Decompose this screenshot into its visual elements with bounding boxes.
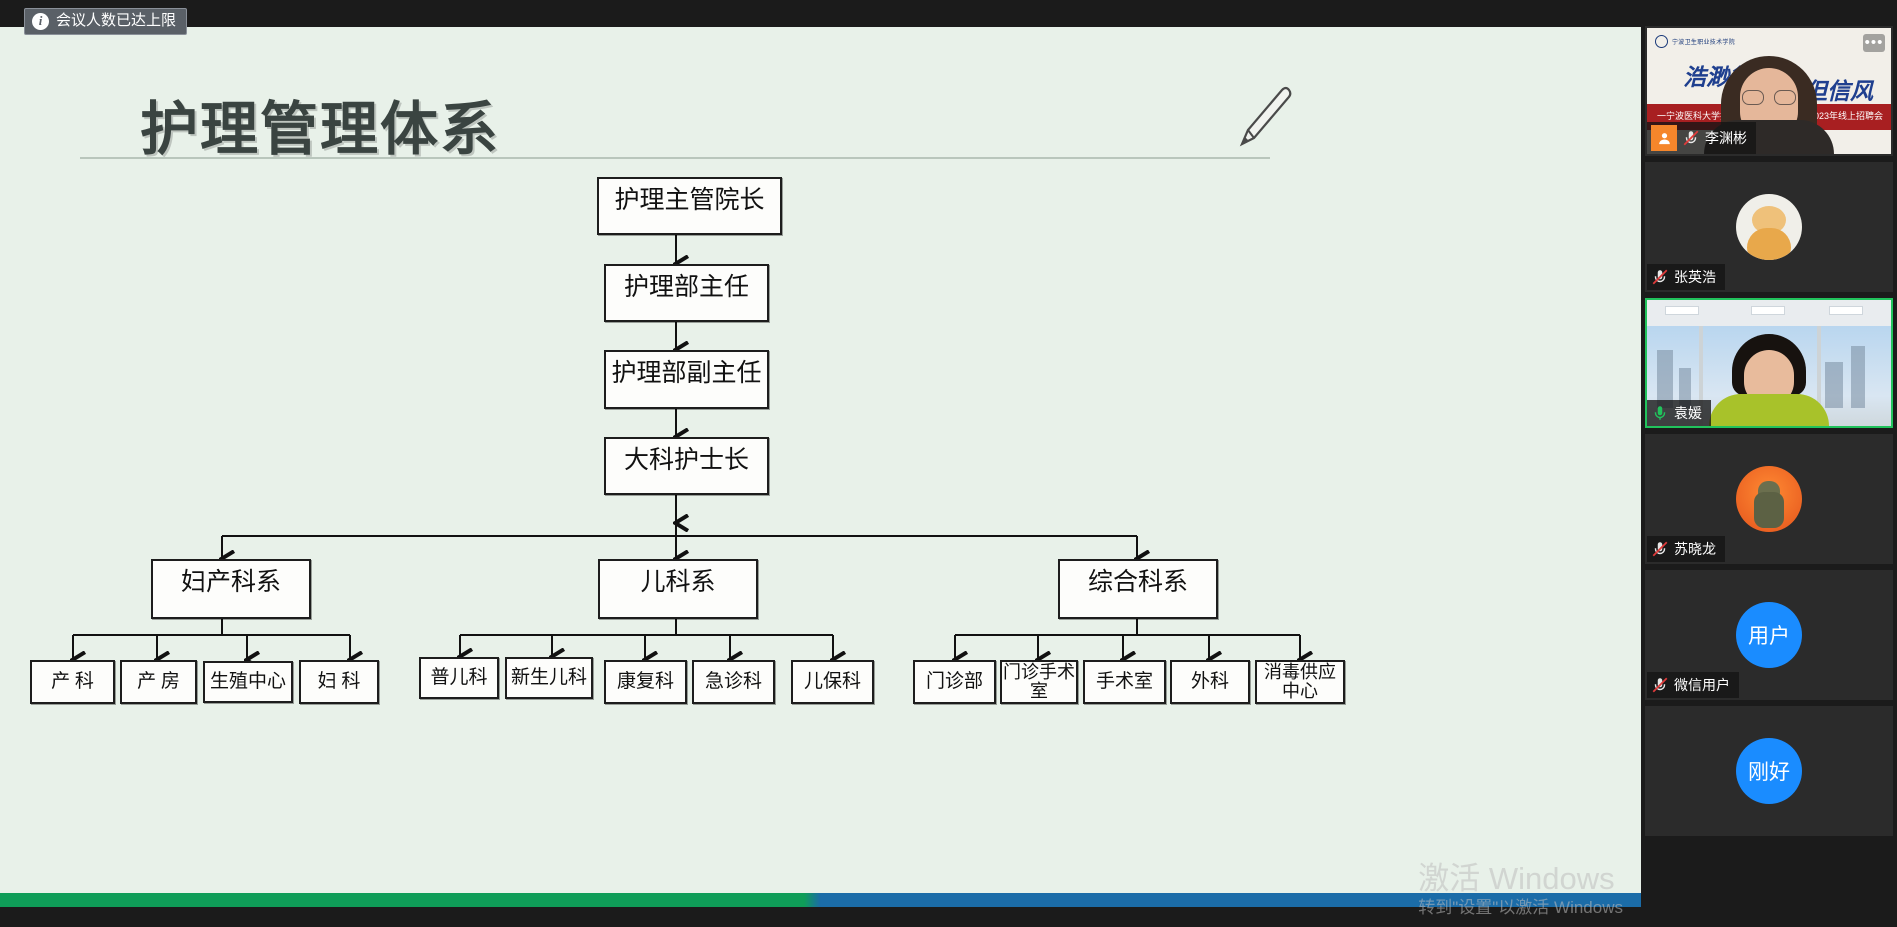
org-node-nursing-director[interactable]: 护理部主任 [604, 264, 769, 322]
org-leaf-operating-room[interactable]: 手术室 [1083, 660, 1166, 704]
org-node-general-dept[interactable]: 综合科系 [1058, 559, 1218, 619]
participant-tile[interactable]: 刚好 [1645, 706, 1893, 836]
host-icon [1651, 125, 1677, 151]
presenter-glasses [1742, 90, 1796, 105]
banner-red-left-text: 一宁波医科大学护理学院 [1657, 111, 1757, 121]
title-divider [80, 157, 1270, 159]
participant-name: 张英浩 [1674, 269, 1716, 285]
tiger-avatar [1736, 194, 1802, 260]
org-leaf-outpatient[interactable]: 门诊部 [913, 660, 996, 704]
pen-doodle-icon [1239, 86, 1292, 147]
org-leaf-surgery[interactable]: 外科 [1170, 660, 1250, 704]
participant-name: 李渊彬 [1705, 130, 1747, 146]
participant-nameplate: 李渊彬 [1647, 122, 1756, 154]
mic-muted-icon [1652, 677, 1668, 693]
initials-avatar: 用户 [1736, 602, 1802, 668]
presenter-video: 宁波卫生职业技术学院 浩渺行无极 但信风 一宁波医科大学护理学院 2023年线上… [1647, 28, 1891, 154]
university-logo: 宁波卫生职业技术学院 [1655, 35, 1735, 48]
org-leaf-gynecology[interactable]: 妇 科 [299, 660, 379, 704]
org-node-deputy-nursing-director[interactable]: 护理部副主任 [604, 350, 769, 409]
page-title: 护理管理体系 [140, 95, 501, 163]
participant-filmstrip[interactable]: 宁波卫生职业技术学院 浩渺行无极 但信风 一宁波医科大学护理学院 2023年线上… [1641, 0, 1897, 927]
participant-tile[interactable]: 用户 微信用户 [1645, 570, 1893, 700]
org-leaf-child-healthcare[interactable]: 儿保科 [791, 660, 874, 704]
participant-nameplate: 张英浩 [1647, 264, 1725, 290]
participant-nameplate: 微信用户 [1647, 672, 1739, 698]
participant-nameplate: 袁媛 [1647, 400, 1711, 426]
tile-more-options-button[interactable]: ••• [1863, 34, 1885, 52]
participant-tile[interactable]: 宁波卫生职业技术学院 浩渺行无极 但信风 一宁波医科大学护理学院 2023年线上… [1645, 26, 1893, 156]
org-leaf-obstetrics[interactable]: 产 科 [30, 660, 115, 704]
participant-name: 苏晓龙 [1674, 541, 1716, 557]
mic-on-icon [1654, 406, 1666, 420]
org-node-obstetrics-gynecology-dept[interactable]: 妇产科系 [151, 559, 311, 619]
org-chart: 护理主管院长 护理部主任 护理部副主任 大科护士长 妇产科系 儿科系 综合科系 … [0, 167, 1641, 867]
org-leaf-sterilization-supply-center[interactable]: 消毒供应中心 [1255, 660, 1345, 704]
participant-avatar-area [1647, 164, 1891, 290]
initials-avatar: 刚好 [1736, 738, 1802, 804]
participant-nameplate: 苏晓龙 [1647, 536, 1725, 562]
banner-red-right-text: 2023年线上招聘会 [1808, 111, 1883, 121]
meeting-capacity-notice: i 会议人数已达上限 [24, 8, 188, 35]
org-leaf-general-pediatrics[interactable]: 普儿科 [419, 657, 499, 699]
slide-footer-bar [0, 893, 1641, 907]
soldier-avatar [1736, 466, 1802, 532]
logo-text: 宁波卫生职业技术学院 [1672, 40, 1736, 46]
shared-screen-stage: i 会议人数已达上限 护理管理体系 [0, 8, 1641, 917]
org-leaf-reproductive-center[interactable]: 生殖中心 [203, 661, 293, 703]
participant-name: 微信用户 [1674, 677, 1730, 693]
org-leaf-emergency[interactable]: 急诊科 [692, 660, 775, 704]
participant-tile[interactable]: 苏晓龙 [1645, 434, 1893, 564]
mic-muted-icon [1652, 269, 1668, 285]
participant-tile-active-speaker[interactable]: 袁媛 [1645, 298, 1893, 428]
mic-muted-icon [1652, 541, 1668, 557]
org-leaf-rehabilitation[interactable]: 康复科 [604, 660, 687, 704]
info-icon: i [32, 12, 49, 30]
participant-tile[interactable]: 张英浩 [1645, 162, 1893, 292]
org-chart-connectors [0, 235, 1641, 867]
notice-text: 会议人数已达上限 [56, 12, 177, 29]
org-node-head-nurse[interactable]: 大科护士长 [604, 437, 769, 495]
logo-seal-icon [1655, 35, 1668, 48]
presentation-slide: 护理管理体系 [0, 27, 1641, 907]
org-node-chief-nursing-dean[interactable]: 护理主管院长 [597, 177, 782, 235]
org-leaf-delivery-room[interactable]: 产 房 [120, 660, 197, 704]
mic-muted-icon [1683, 130, 1699, 146]
org-leaf-outpatient-operating-room[interactable]: 门诊手术室 [1000, 660, 1078, 704]
participant-avatar-area: 刚好 [1647, 708, 1891, 834]
org-leaf-neonatology[interactable]: 新生儿科 [505, 657, 593, 699]
participant-name: 袁媛 [1674, 405, 1702, 421]
org-node-pediatrics-dept[interactable]: 儿科系 [598, 559, 758, 619]
